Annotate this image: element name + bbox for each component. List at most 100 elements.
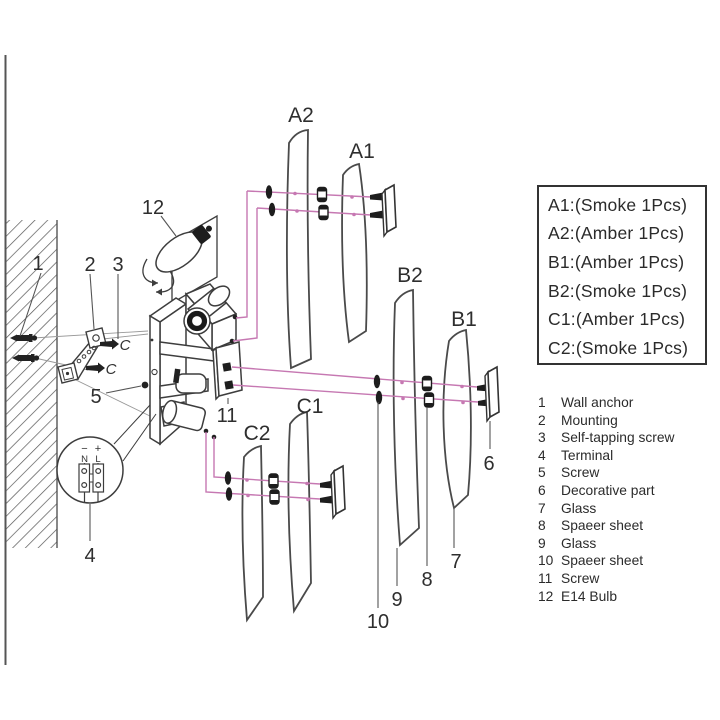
glass-panel-a2: [286, 129, 312, 370]
part-number: 10: [538, 553, 554, 569]
part-row: 7 Glass: [538, 500, 716, 518]
callout-9: 9: [391, 589, 402, 611]
callout-12: 12: [142, 197, 164, 219]
part-name: Mounting: [561, 412, 618, 428]
legend-item: A2:(Amber 1Pcs): [548, 223, 685, 244]
legend-item: C1:(Amber 1Pcs): [548, 309, 686, 330]
part-number: 2: [538, 412, 546, 428]
glass-panel-b2: [392, 288, 420, 547]
callout-labels: 1 2 3 4 5 6 7 8 9 10 11 12: [32, 197, 494, 633]
assembly-line-a-lower-drop: [232, 208, 258, 342]
part-number: 5: [538, 465, 546, 481]
assembly-line-a-upper-drop: [235, 191, 248, 319]
e14-socket-ring: [186, 310, 208, 332]
wall-anchor-bottom: [12, 354, 40, 362]
part-number: 1: [538, 395, 546, 410]
callout-6: 6: [483, 453, 494, 475]
terminal-blocks: [78, 463, 105, 502]
part-name: E14 Bulb: [561, 588, 617, 604]
part-row: 2 Mounting: [538, 412, 716, 430]
panel-label-a2: A2: [288, 104, 314, 127]
assembly-line-c-upper: [213, 437, 321, 485]
bulb-screw-cap: [192, 224, 211, 244]
screw-direction-letter-1: C: [120, 337, 131, 354]
panel-labels: A2 A1 B2 B1 C2 C1: [244, 104, 477, 445]
callout-1: 1: [32, 253, 43, 275]
part-number: 12: [538, 588, 554, 604]
assembly-line-b-upper: [231, 366, 478, 388]
part-name: Wall anchor: [561, 395, 634, 410]
screw-direction-letter-2: C: [106, 361, 117, 378]
legend-item: B1:(Amber 1Pcs): [548, 252, 685, 273]
screw-5: [141, 381, 149, 389]
callout-5: 5: [90, 386, 101, 408]
panel-label-c2: C2: [244, 422, 271, 445]
legend-box: A1:(Smoke 1Pcs) A2:(Amber 1Pcs) B1:(Ambe…: [537, 185, 707, 365]
part-number: 3: [538, 430, 546, 446]
callout-8: 8: [421, 569, 432, 591]
glass-panel-c2: [241, 444, 264, 623]
part-name: Screw: [561, 570, 600, 586]
terminal-detail-callout: − + N L: [56, 404, 157, 504]
terminal-minus-label: −: [81, 443, 87, 455]
body-slab-side: [149, 314, 161, 446]
part-row: 1 Wall anchor: [538, 394, 716, 412]
self-tapping-screw-top: C: [100, 337, 131, 354]
panel-label-b1: B1: [451, 308, 477, 331]
callout-11: 11: [217, 405, 238, 427]
terminal-plus-label: +: [95, 443, 101, 455]
assembly-line-b-lower: [232, 384, 479, 403]
leader-lines: [19, 215, 491, 608]
part-name: Self-tapping screw: [561, 430, 675, 446]
glass-panels: [241, 129, 472, 623]
part-row: 8 Spaeer sheet: [538, 517, 716, 535]
part-row: 11 Screw: [538, 570, 716, 588]
part-number: 6: [538, 482, 546, 498]
legend-item: C2:(Smoke 1Pcs): [548, 338, 689, 359]
callout-10: 10: [367, 611, 389, 633]
glass-panel-c1: [287, 410, 312, 614]
terminal-l-label: L: [95, 454, 100, 465]
callout-2: 2: [84, 254, 95, 276]
screw-11-lower: [224, 380, 234, 390]
part-number: 11: [538, 570, 553, 586]
assembly-line-c-lower: [205, 432, 321, 500]
legend-item: B2:(Smoke 1Pcs): [548, 280, 688, 301]
callout-3: 3: [112, 254, 123, 276]
self-tapping-screw-bottom: C: [86, 361, 117, 378]
terminal-n-label: N: [81, 454, 88, 465]
spacer-sheets-ring: [268, 186, 435, 505]
wall-anchor-top: [10, 334, 38, 342]
wall-hatch: [6, 220, 57, 548]
body-u-rod: [175, 373, 207, 394]
part-name: Spaeer sheet: [561, 518, 644, 534]
assembly-dots: [245, 191, 465, 502]
glass-panel-a1: [341, 162, 368, 344]
lamp-body: [141, 214, 243, 446]
glass-panel-b1: [442, 328, 472, 510]
part-number: 8: [538, 518, 546, 534]
callout-4: 4: [84, 545, 95, 567]
panel-label-b2: B2: [397, 264, 423, 287]
panel-label-a1: A1: [349, 140, 375, 163]
wall: [4, 55, 58, 665]
part-name: Glass: [561, 500, 597, 516]
decorative-part-a: [370, 183, 397, 238]
panel-label-c1: C1: [297, 395, 324, 418]
spacer-sheets-oval: [224, 185, 383, 501]
part-name: Glass: [561, 535, 597, 551]
decorative-part-b: [477, 365, 500, 423]
e14-bulb: [142, 224, 212, 296]
assembly-line-a-lower: [256, 207, 372, 216]
part-number: 4: [538, 447, 546, 463]
part-row: 12 E14 Bulb: [538, 588, 716, 606]
part-row: 3 Self-tapping screw: [538, 429, 716, 447]
screw-11-upper: [222, 362, 232, 372]
part-number: 7: [538, 500, 546, 516]
